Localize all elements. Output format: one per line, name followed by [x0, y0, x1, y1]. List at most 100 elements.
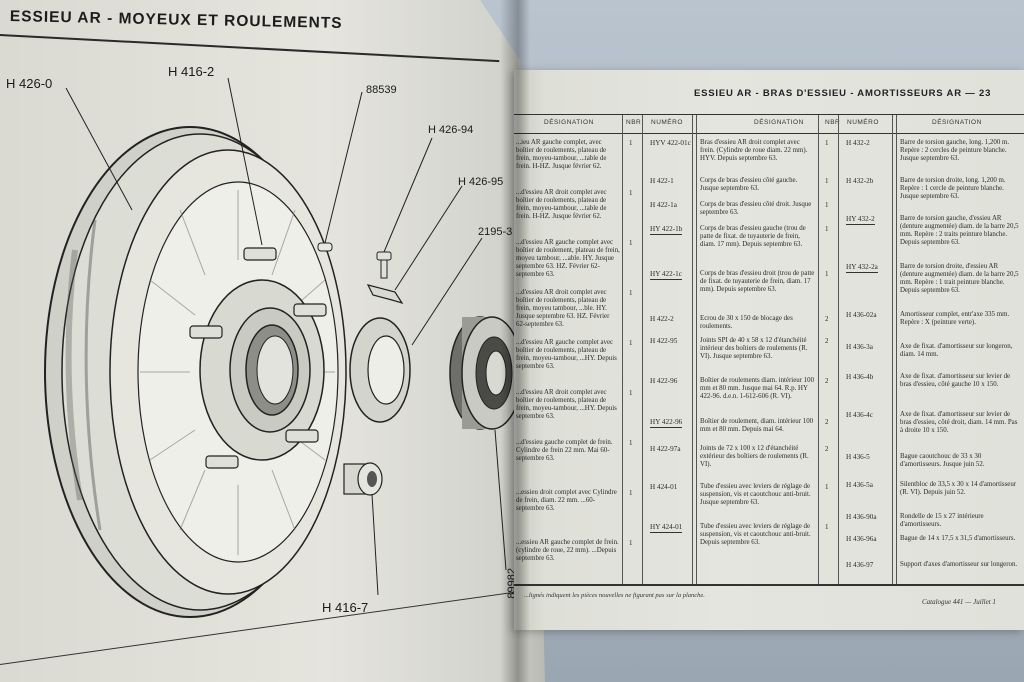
callout-label: 2195-3 [478, 226, 513, 238]
part-number: H 432-2b [846, 177, 874, 185]
part-number: HY 432-2a [846, 263, 878, 273]
column-divider [838, 115, 839, 585]
column-divider [642, 115, 643, 585]
table-cell: Corps de bras d'essieu côté droit. Jusqu… [700, 201, 812, 216]
part-number: H 436-96a [846, 535, 877, 543]
part-number: H 436-4c [846, 411, 873, 419]
callout-label: H 426-0 [6, 76, 53, 91]
column-header: DÉSIGNATION [932, 119, 982, 126]
quantity-cell: 1 [629, 389, 633, 397]
part-number: HYV 422-01c [650, 139, 691, 147]
column-header: NUMÉRO [651, 119, 683, 126]
callout-label: H 416-2 [168, 64, 215, 79]
table-cell: Corps de bras d'essieu gauche (trou de p… [700, 225, 806, 248]
part-number: H 436-4b [846, 373, 874, 381]
table-cell: Axe de fixat. d'amortisseur sur longeron… [900, 343, 1013, 358]
bracket-illustration [366, 284, 404, 305]
left-page: ESSIEU AR - MOYEUX ET ROULEMENTS [0, 0, 545, 682]
quantity-cell: 1 [629, 289, 633, 297]
table-cell: Corps de bras d'essieu droit (trou de pa… [700, 270, 815, 293]
part-number: HY 422-1c [650, 270, 682, 280]
quantity-cell: 2 [825, 418, 829, 426]
column-divider [692, 115, 697, 585]
table-cell: Boîtier de roulement, diam. intérieur 10… [700, 418, 814, 433]
quantity-cell: 1 [629, 539, 633, 547]
exploded-parts-drawing [44, 77, 523, 618]
column-header: NBR [626, 119, 642, 126]
table-cell: ...d'essieu AR gauche complet avec boîti… [516, 339, 617, 370]
table-cell: Boîtier de roulements diam. intérieur 10… [700, 377, 815, 400]
parts-table: DÉSIGNATION NBR NUMÉRO DÉSIGNATION NBR N… [514, 114, 1024, 585]
right-page: ESSIEU AR - BRAS D'ESSIEU - AMORTISSEURS… [514, 70, 1024, 630]
part-number: H 422-1a [650, 201, 677, 209]
table-cell: ...ieu AR gauche complet, avec boîtier d… [516, 139, 607, 170]
quantity-cell: 1 [629, 139, 633, 147]
table-cell: Tube d'essieu avec leviers de réglage de… [700, 483, 811, 506]
part-number: H 436-97 [846, 561, 874, 569]
bearing-illustration [449, 316, 523, 430]
part-number: H 436-3a [846, 343, 873, 351]
column-header: NBR [825, 119, 841, 126]
brake-drum-illustration [44, 126, 347, 618]
part-number: H 424-01 [650, 483, 678, 491]
callout-label: H 416-7 [322, 600, 369, 615]
part-number: H 436-5a [846, 481, 873, 489]
table-cell: ...d'essieu AR droit complet avec boîtie… [516, 389, 617, 420]
table-cell: Bras d'essieu AR droit complet avec frei… [700, 139, 808, 162]
spacer-illustration [343, 462, 383, 496]
callout-label: H 426-94 [428, 124, 474, 136]
quantity-cell: 2 [825, 315, 829, 323]
quantity-cell: 1 [825, 523, 829, 531]
quantity-cell: 1 [825, 201, 829, 209]
footnote: ...lignés indiquent les pièces nouvelles… [524, 592, 705, 599]
quantity-cell: 2 [825, 377, 829, 385]
column-header: NUMÉRO [847, 119, 879, 126]
page-title: ESSIEU AR - BRAS D'ESSIEU - AMORTISSEURS… [694, 88, 992, 99]
ring-illustration [349, 317, 411, 423]
column-divider [818, 115, 819, 585]
table-cell: Rondelle de 15 x 27 intérieure d'amortis… [900, 513, 984, 528]
part-number: H 422-96 [650, 377, 678, 385]
table-cell: Amortisseur complet, entr'axe 335 mm. Re… [900, 311, 1010, 326]
pin-illustration [317, 242, 333, 252]
part-number: H 436-02a [846, 311, 877, 319]
table-bottom-rule [514, 584, 1024, 586]
quantity-cell: 1 [629, 189, 633, 197]
table-cell: Axe de fixat. d'amortisseur sur levier d… [900, 373, 1011, 388]
table-cell: ...d'essieu AR droit complet avec boîtie… [516, 289, 610, 328]
part-number: HY 432-2 [846, 215, 875, 225]
quantity-cell: 1 [825, 270, 829, 278]
column-header: DÉSIGNATION [544, 119, 594, 126]
screw-illustration [376, 251, 392, 279]
part-number: HY 422-96 [650, 418, 683, 428]
part-number: H 436-90a [846, 513, 877, 521]
table-cell: Barre de torsion droite, long. 1,200 m. … [900, 177, 1006, 200]
quantity-cell: 2 [825, 445, 829, 453]
table-cell: Joints de 72 x 100 x 12 d'étanchéité ext… [700, 445, 809, 468]
quantity-cell: 2 [825, 337, 829, 345]
quantity-cell: 1 [825, 177, 829, 185]
quantity-cell: 1 [825, 483, 829, 491]
part-number: HY 422-1b [650, 225, 683, 235]
table-cell: Bague de 14 x 17,5 x 31,5 d'amortisseurs… [900, 535, 1016, 542]
callout-label: H 426-95 [458, 176, 504, 188]
table-cell: ...d'essieu AR gauche complet avec boîti… [516, 239, 620, 278]
part-number: H 432-2 [846, 139, 870, 147]
quantity-cell: 1 [629, 439, 633, 447]
table-cell: ...essieu AR gauche complet de frein. (c… [516, 539, 619, 562]
part-number: H 422-95 [650, 337, 678, 345]
part-number: H 422-2 [650, 315, 674, 323]
table-cell: Barre de torsion droite, d'essieu AR (de… [900, 263, 1019, 294]
column-divider [892, 115, 897, 585]
callout-label: 88539 [366, 84, 397, 96]
table-cell: Barre de torsion gauche, d'essieu AR (de… [900, 215, 1019, 246]
table-cell: ...essieu droit complet avec Cylindre de… [516, 489, 617, 512]
quantity-cell: 1 [825, 225, 829, 233]
leader-lines [65, 77, 507, 596]
table-header: DÉSIGNATION NBR NUMÉRO DÉSIGNATION NBR N… [514, 115, 1024, 134]
part-number: H 436-5 [846, 453, 870, 461]
quantity-cell: 1 [629, 489, 633, 497]
table-cell: Axe de fixat. d'amortisseur sur levier d… [900, 411, 1018, 434]
part-number: H 422-1 [650, 177, 674, 185]
